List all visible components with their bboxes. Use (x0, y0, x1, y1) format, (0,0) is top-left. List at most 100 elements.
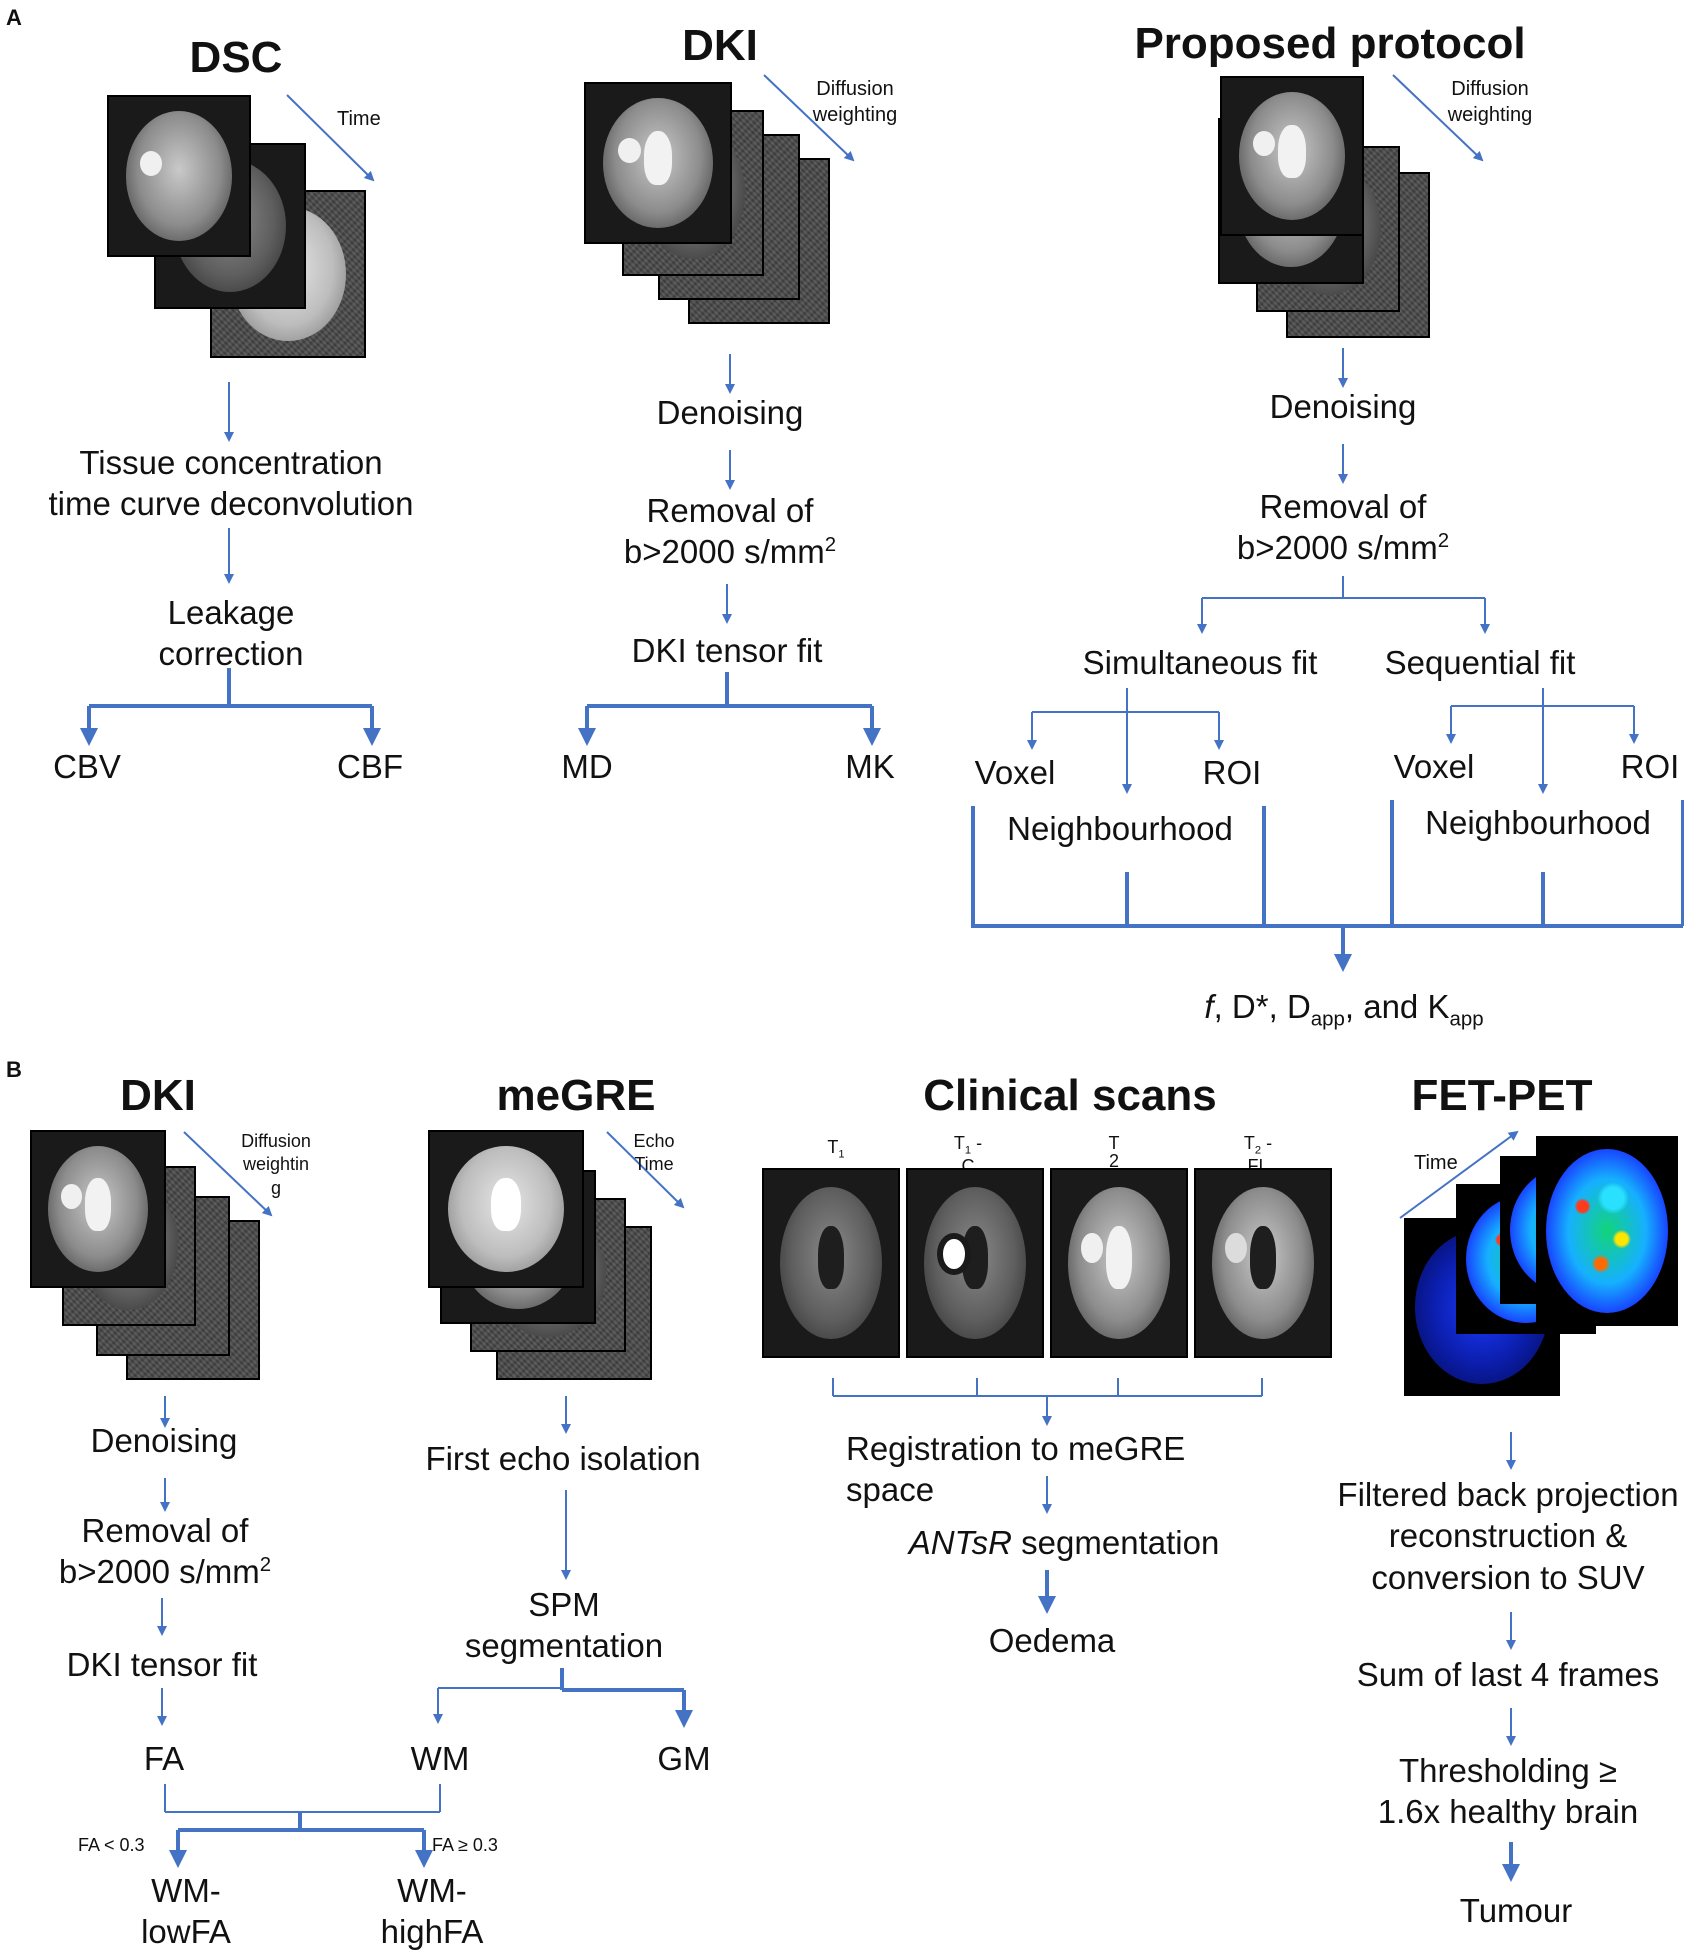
dki-b-step-tensor-fit: DKI tensor fit (66, 1646, 258, 1683)
sim-roi: ROI (1202, 754, 1262, 791)
fetpet-time-label: Time (1414, 1152, 1458, 1174)
megre-output-gm: GM (657, 1740, 711, 1777)
antsr-rest: segmentation (1012, 1524, 1220, 1561)
proposed-weighting-line1: Diffusion (1451, 78, 1529, 100)
dsc-time-label: Time (337, 108, 381, 130)
seq-roi: ROI (1620, 748, 1680, 785)
antsr-italic: ANTsR (908, 1524, 1012, 1561)
proposed-weighting-label: Diffusion weighting (1448, 76, 1533, 128)
dsc-step1-line1: Tissue concentration (79, 444, 383, 481)
dki-b-connectors (157, 1131, 273, 1726)
fetpet-title: FET-PET (1411, 1071, 1593, 1120)
dki-a-title: DKI (682, 21, 758, 70)
proposed-result: f, D*, Dapp, and Kapp (1204, 986, 1483, 1032)
output-wm-highfa: WM- highFA (381, 1870, 484, 1953)
fbp-line2: reconstruction & (1388, 1517, 1628, 1555)
dsc-time-arrow (286, 94, 375, 182)
fbp-line3: conversion to SUV (1371, 1558, 1645, 1596)
dki-b-removal-line2: b>2000 s/mm (58, 1553, 260, 1591)
dki-a-step-tensor-fit: DKI tensor fit (631, 632, 823, 669)
megre-title: meGRE (496, 1071, 656, 1120)
fetpet-time-arrow (1399, 1130, 1519, 1219)
proposed-removal-sup: 2 (1437, 529, 1450, 553)
dki-b-weighting-line1: Diffusion (241, 1131, 311, 1151)
megre-spm-line1: SPM (528, 1586, 600, 1623)
dsc-connectors (80, 94, 381, 746)
fetpet-step-fbp: Filtered back projection reconstruction … (1337, 1474, 1678, 1598)
scan-label-t1: T1 (827, 1137, 844, 1161)
scan2-sub: 1 (964, 1144, 972, 1157)
megre-frame-1 (428, 1130, 584, 1288)
clinical-step-antsr: ANTsR segmentation (909, 1522, 1220, 1563)
megre-echo-line2: Time (634, 1154, 674, 1175)
proposed-weighting-arrow (1392, 74, 1484, 162)
wm-highfa-line1: WM- (397, 1872, 467, 1909)
proposed-removal-line2: b>2000 s/mm (1236, 529, 1438, 567)
scan4-suffix: - (1261, 1133, 1273, 1153)
dki-a-weighting-arrow (763, 74, 855, 162)
clinical-title: Clinical scans (923, 1071, 1217, 1120)
scan-image-t2 (1050, 1168, 1188, 1358)
dki-b-step-removal: Removal of b>2000 s/mm2 (59, 1510, 271, 1593)
dki-b-title: DKI (120, 1071, 196, 1120)
threshold-line2: 1.6x healthy brain (1377, 1793, 1639, 1831)
dki-a-removal-sup: 2 (824, 533, 837, 557)
proposed-weighting-line2: weighting (1447, 104, 1533, 126)
threshold-line1: Thresholding ≥ (1398, 1752, 1618, 1789)
dki-b-output-fa: FA (143, 1740, 185, 1777)
panel-b-letter: B (6, 1057, 22, 1082)
megre-step-spm: SPM segmentation (465, 1584, 663, 1667)
clinical-connectors (832, 1378, 1263, 1614)
fetpet-step-threshold: Thresholding ≥ 1.6x healthy brain (1378, 1750, 1639, 1833)
scan2-base: T (953, 1133, 965, 1153)
clinical-output-oedema: Oedema (988, 1622, 1116, 1659)
scan4-sub: 2 (1254, 1144, 1262, 1157)
scan-image-t2fl (1194, 1168, 1332, 1358)
dki-b-weighting-arrow (183, 1131, 273, 1217)
dki-b-step-denoising: Denoising (90, 1422, 238, 1459)
clinical-step-registration: Registration to meGRE space (846, 1428, 1185, 1511)
dki-b-weighting-line3: g (270, 1177, 281, 1198)
dki-a-step-denoising: Denoising (656, 394, 804, 431)
threshold-low-label: FA < 0.3 (78, 1835, 145, 1855)
result-d: , D*, D (1213, 988, 1311, 1025)
wm-lowfa-line2: lowFA (141, 1913, 231, 1951)
fetpet-frame-1 (1536, 1136, 1678, 1326)
dsc-step2-line1: Leakage (167, 594, 295, 631)
megre-step-first-echo: First echo isolation (425, 1440, 701, 1477)
result-k: , and K (1344, 988, 1450, 1025)
dsc-output-cbv: CBV (53, 748, 121, 785)
dki-b-removal-line1: Removal of (81, 1512, 249, 1549)
megre-echo-arrow (606, 1131, 685, 1209)
dki-b-frame-1 (30, 1130, 166, 1288)
result-sub-2: app (1449, 1007, 1484, 1031)
result-f: f (1204, 988, 1214, 1025)
dki-a-weighting-line1: Diffusion (816, 78, 894, 100)
dsc-frame-1 (107, 95, 251, 257)
megre-connectors (433, 1131, 693, 1728)
dsc-step-deconvolution: Tissue concentration time curve deconvol… (48, 442, 413, 525)
megre-spm-line2: segmentation (464, 1627, 664, 1665)
scan4-base: T (1243, 1133, 1255, 1153)
combine-connectors (164, 1784, 441, 1868)
scan-image-t1c (906, 1168, 1044, 1358)
scan3-line2: 2 (1108, 1151, 1119, 1171)
fetpet-connectors (1399, 1130, 1520, 1882)
dki-a-output-md: MD (561, 748, 613, 785)
megre-echo-line1: Echo (633, 1131, 675, 1151)
scan3-base: T (1108, 1133, 1120, 1153)
output-wm-lowfa: WM- lowFA (141, 1870, 231, 1953)
proposed-step-denoising: Denoising (1269, 388, 1417, 425)
fetpet-step-sum: Sum of last 4 frames (1356, 1656, 1660, 1693)
dki-b-weighting-line2: weightin (242, 1154, 310, 1175)
wm-lowfa-line1: WM- (151, 1872, 221, 1909)
proposed-branch-sequential: Sequential fit (1384, 644, 1576, 681)
proposed-removal-line1: Removal of (1259, 488, 1427, 525)
dki-a-removal-line1: Removal of (646, 492, 814, 529)
seq-neighbourhood: Neighbourhood (1425, 804, 1651, 841)
fetpet-output-tumour: Tumour (1459, 1892, 1573, 1929)
result-sub-1: app (1310, 1007, 1345, 1031)
proposed-frame-1 (1220, 76, 1364, 236)
dsc-step1-line2: time curve deconvolution (48, 485, 414, 523)
